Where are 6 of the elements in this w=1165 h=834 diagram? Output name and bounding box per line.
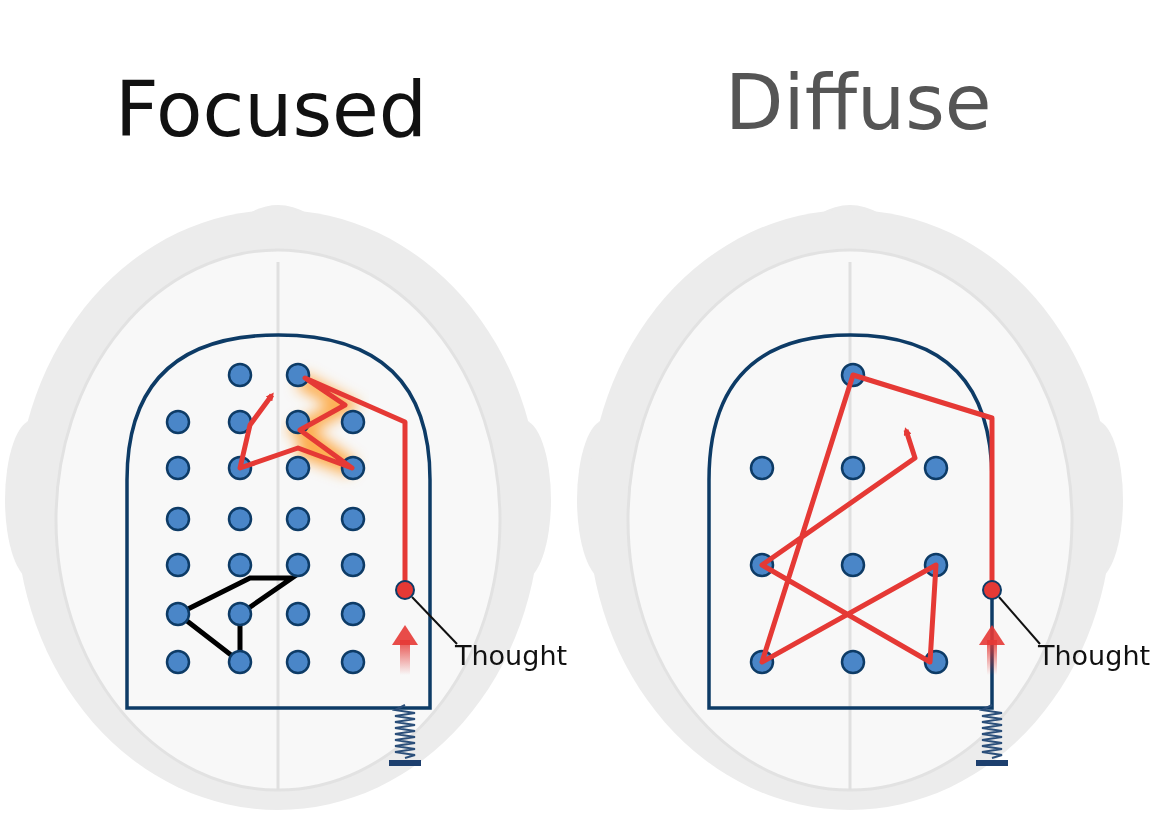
thought-label: Thought bbox=[455, 640, 568, 671]
panel-heading: Focused bbox=[115, 65, 428, 154]
thought-label: Thought bbox=[1038, 640, 1151, 671]
leader-line bbox=[411, 596, 458, 645]
leader-line bbox=[998, 596, 1041, 645]
panel-heading: Diffuse bbox=[725, 58, 992, 147]
